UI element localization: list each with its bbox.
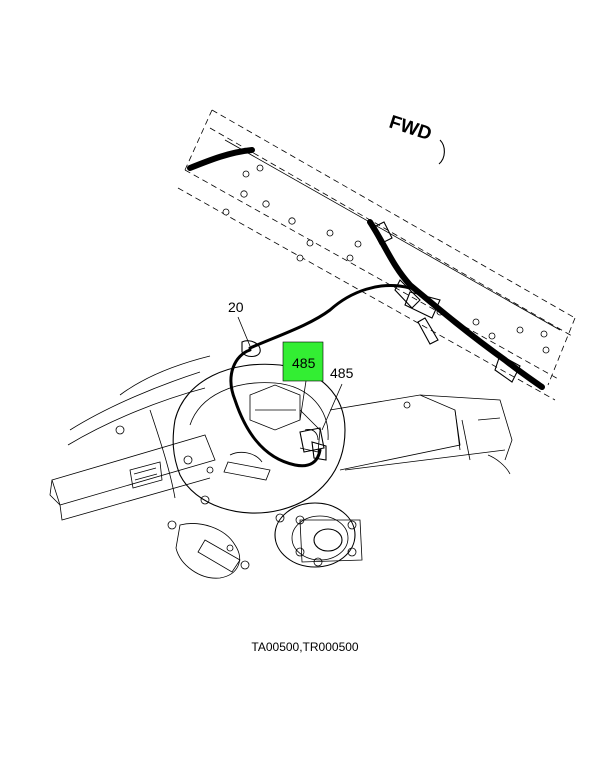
callout-485-label: 485 <box>330 365 354 381</box>
harness-clips <box>241 221 521 383</box>
pinion-yoke <box>274 502 363 568</box>
callout-20: 20 <box>228 299 251 347</box>
callout-20-label: 20 <box>228 299 244 315</box>
frame-rail <box>177 109 576 401</box>
callout-485-highlighted-label: 485 <box>292 355 316 371</box>
lower-hardware <box>175 523 250 579</box>
figure-caption: TA00500,TR000500 <box>251 640 359 654</box>
direction-indicator: FWD <box>386 112 445 165</box>
main-harness <box>187 147 545 390</box>
fwd-label: FWD <box>386 112 434 145</box>
highlight-box <box>282 341 324 382</box>
frame-rail-holes <box>222 164 550 354</box>
sensor-lead <box>229 348 327 468</box>
callout-485: 485 <box>321 365 354 431</box>
axle-housing <box>49 355 216 521</box>
fwd-arrow-icon <box>438 139 445 165</box>
callout-485-highlighted: 485 <box>282 341 324 421</box>
differential-carrier <box>167 363 346 530</box>
axle-arm-right <box>329 394 513 475</box>
